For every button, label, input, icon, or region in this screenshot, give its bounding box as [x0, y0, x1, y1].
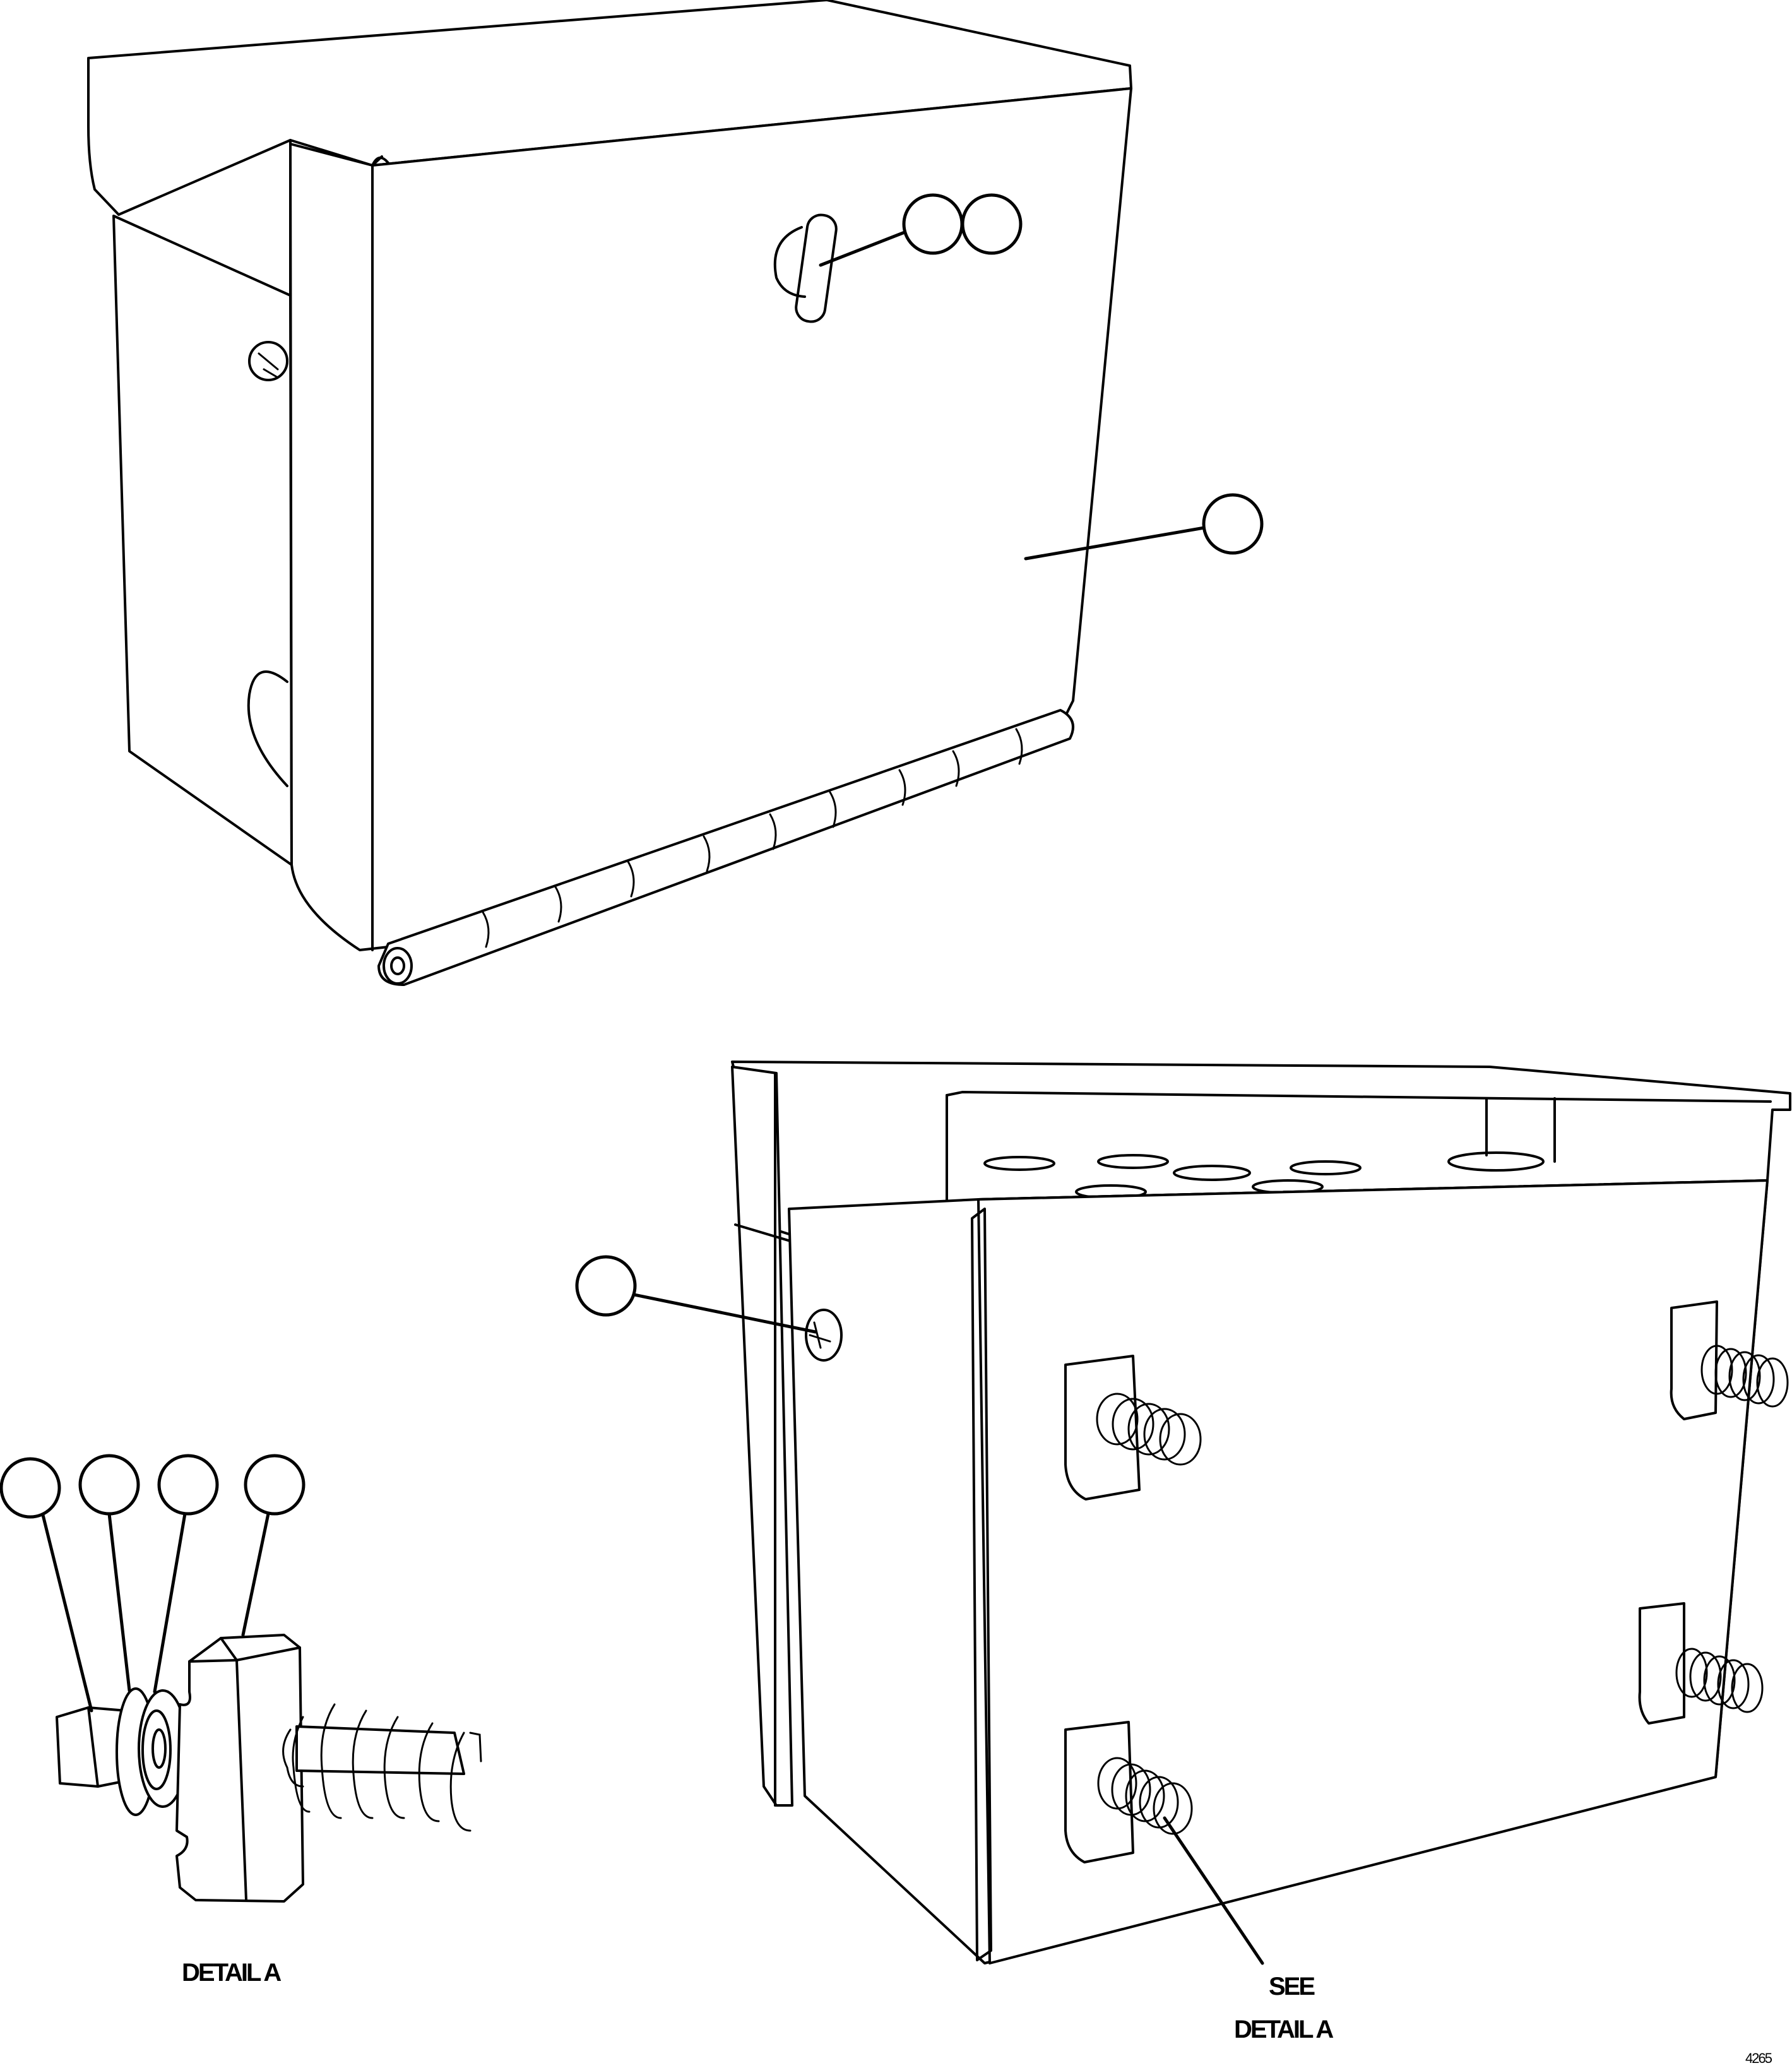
- bottom-enclosure-view: SEE DETAIL A: [575, 1061, 1791, 2043]
- top-side-cutout: [247, 670, 288, 787]
- top-latch-callouts: [819, 193, 1023, 267]
- bottom-housing-side-face: [731, 1066, 793, 1807]
- bottom-spring-clip-lower-right: [1638, 1602, 1764, 1725]
- top-housing-side-face: [112, 215, 293, 866]
- bottom-spring-clip-upper-left: [1064, 1355, 1202, 1500]
- callout-balloon-detail-1: [0, 1457, 61, 1519]
- detail-shaft: [295, 1725, 465, 1775]
- bottom-screw-callout: [575, 1255, 817, 1334]
- see-detail-leader: [1163, 1816, 1264, 1965]
- callout-balloon-detail-3: [157, 1454, 219, 1516]
- top-enclosure-view: [87, 0, 1264, 986]
- callout-balloon-screw: [575, 1255, 637, 1317]
- detail-coil-spring: [282, 1703, 482, 1832]
- see-label: SEE: [1269, 1973, 1315, 2000]
- detail-a-latch-assembly: DETAIL A: [0, 1454, 482, 1987]
- top-latch-handle: [773, 213, 838, 323]
- bottom-mounting-plate: [977, 1179, 1769, 1964]
- callout-balloon-latch-1: [902, 193, 964, 255]
- top-cover-callout: [1024, 493, 1264, 561]
- bottom-spring-clip-lower-left: [1064, 1721, 1193, 1863]
- callout-balloon-detail-2: [78, 1454, 140, 1516]
- bottom-spring-clip-upper-right: [1670, 1300, 1789, 1420]
- top-hinge: [377, 709, 1074, 986]
- figure-number: 4265: [1745, 2050, 1772, 2066]
- detail-a-caption: DETAIL A: [182, 1959, 281, 1987]
- see-detail-a-label: DETAIL A: [1234, 2016, 1333, 2043]
- callout-balloon-detail-4: [244, 1454, 306, 1516]
- top-side-screw: [248, 341, 288, 381]
- callout-balloon-cover: [1202, 493, 1264, 555]
- detail-callouts: [0, 1454, 306, 1713]
- callout-balloon-latch-2: [961, 193, 1023, 255]
- bottom-side-screw: [805, 1309, 843, 1362]
